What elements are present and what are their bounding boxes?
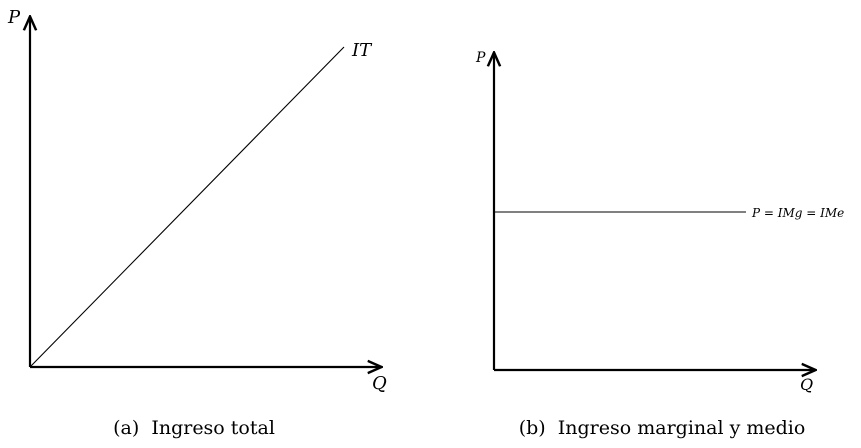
- panel-b-y-label: P: [475, 50, 486, 66]
- panel-a-caption: (a) Ingreso total: [113, 417, 275, 439]
- it-curve: [29, 46, 345, 368]
- panel-a-y-label: P: [7, 7, 21, 28]
- it-curve-label: IT: [351, 40, 373, 61]
- panel-a: P Q IT (a) Ingreso total: [7, 7, 387, 439]
- panel-b: P Q P = IMg = IMe (b) Ingreso marginal y…: [475, 50, 844, 439]
- panel-a-x-label: Q: [372, 373, 387, 394]
- price-marginal-average-revenue-label: P = IMg = IMe: [751, 206, 844, 220]
- panel-b-x-label: Q: [800, 375, 813, 394]
- panel-b-caption: (b) Ingreso marginal y medio: [519, 417, 806, 439]
